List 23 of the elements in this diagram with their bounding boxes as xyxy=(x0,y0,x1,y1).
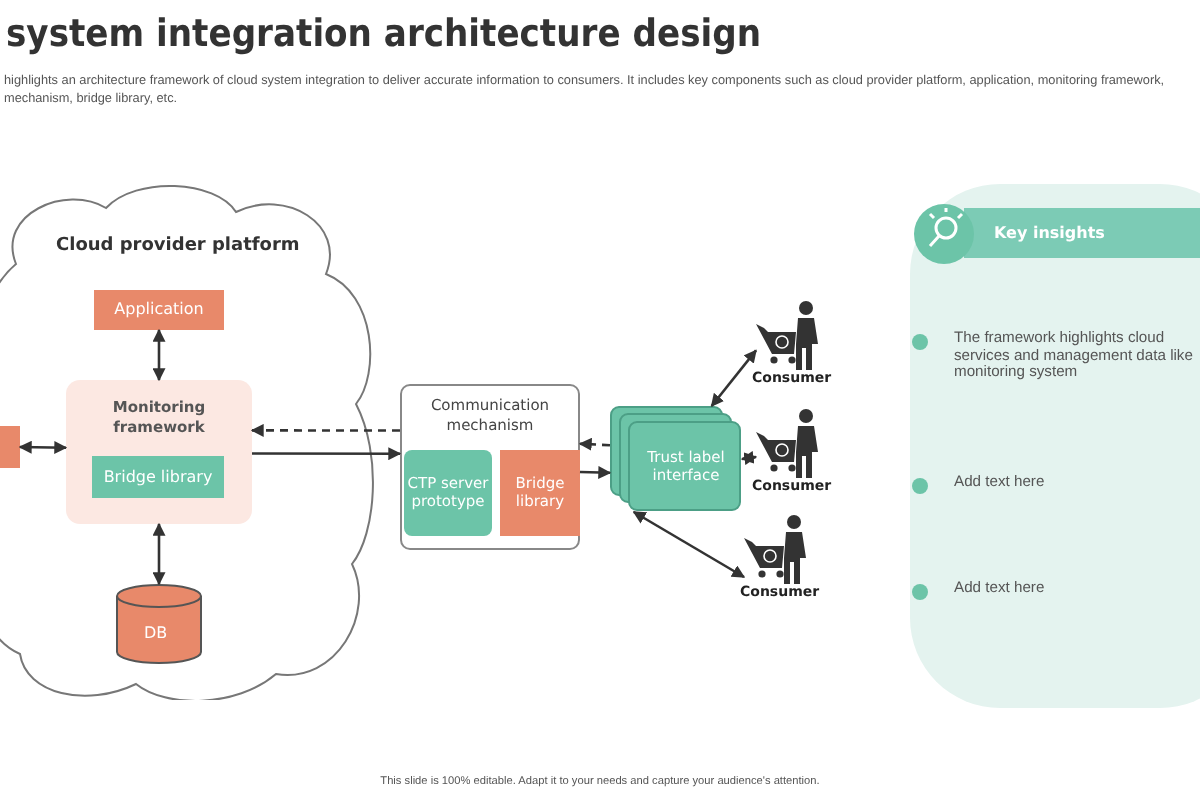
arrow xyxy=(632,510,746,579)
arrow xyxy=(579,465,612,479)
arrow xyxy=(710,349,757,407)
process-box: Application xyxy=(94,290,224,330)
person-with-cart-icon xyxy=(744,514,812,584)
database-label: DB xyxy=(144,624,168,642)
title: system integration architecture design xyxy=(6,12,762,56)
cloud-label: Cloud provider platform xyxy=(56,236,300,256)
person-with-cart-icon xyxy=(756,300,824,370)
panel xyxy=(66,380,252,524)
stacked-card xyxy=(610,406,742,512)
arrow xyxy=(252,447,402,461)
arrow xyxy=(740,450,758,466)
person-with-cart-icon xyxy=(756,408,824,478)
container-box xyxy=(400,384,580,550)
database-cylinder xyxy=(116,584,202,664)
arrow xyxy=(250,423,400,437)
process-box: Bridge library xyxy=(92,456,224,498)
header-bar: Key insights xyxy=(964,208,1200,258)
arrow xyxy=(578,437,611,451)
arrow xyxy=(152,328,166,382)
arrow xyxy=(18,440,68,454)
arrow xyxy=(152,522,166,586)
